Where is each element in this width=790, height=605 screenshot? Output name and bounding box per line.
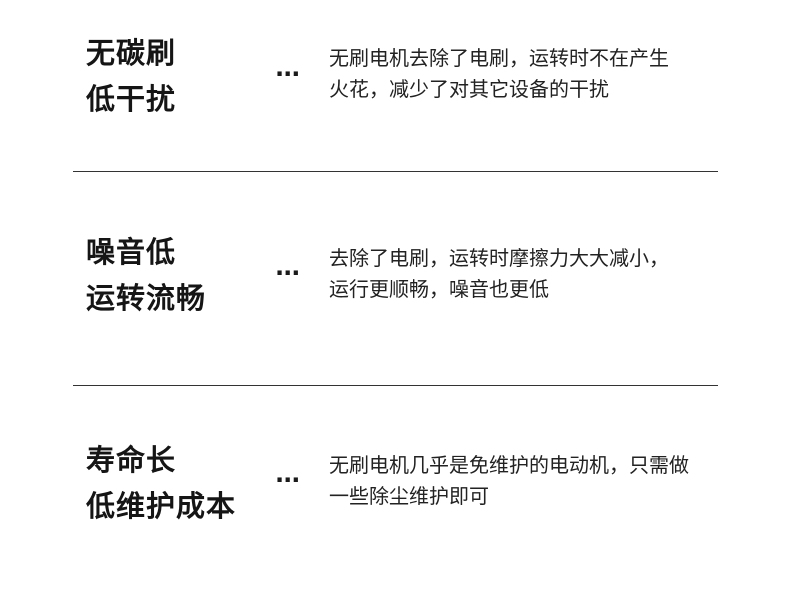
feature-title-line: 低维护成本	[86, 489, 237, 523]
feature-title: 寿命长 低维护成本	[86, 437, 236, 529]
feature-description-line: 无刷电机去除了电刷，运转时不在产生	[329, 46, 669, 70]
feature-title: 无碳刷 低干扰	[86, 30, 176, 122]
ellipsis-separator: ···	[275, 259, 300, 287]
feature-description-line: 火花，减少了对其它设备的干扰	[329, 77, 609, 101]
ellipsis-separator: ···	[275, 60, 300, 88]
feature-description: 无刷电机几乎是免维护的电动机，只需做 一些除尘维护即可	[329, 450, 689, 512]
feature-description: 无刷电机去除了电刷，运转时不在产生 火花，减少了对其它设备的干扰	[329, 43, 669, 105]
feature-description-line: 去除了电刷，运转时摩擦力大大减小，	[329, 246, 669, 270]
feature-title: 噪音低 运转流畅	[86, 229, 206, 321]
feature-title-line: 寿命长	[86, 443, 177, 477]
ellipsis-separator: ···	[275, 466, 300, 494]
section-divider	[73, 171, 718, 172]
feature-title-line: 运转流畅	[86, 281, 207, 315]
feature-description-line: 无刷电机几乎是免维护的电动机，只需做	[329, 453, 689, 477]
feature-title-line: 无碳刷	[86, 36, 177, 70]
section-divider	[73, 385, 718, 386]
feature-title-line: 噪音低	[86, 235, 177, 269]
feature-title-line: 低干扰	[86, 82, 177, 116]
feature-description-line: 一些除尘维护即可	[329, 484, 489, 508]
feature-description-line: 运行更顺畅，噪音也更低	[329, 277, 549, 301]
feature-description: 去除了电刷，运转时摩擦力大大减小， 运行更顺畅，噪音也更低	[329, 243, 669, 305]
